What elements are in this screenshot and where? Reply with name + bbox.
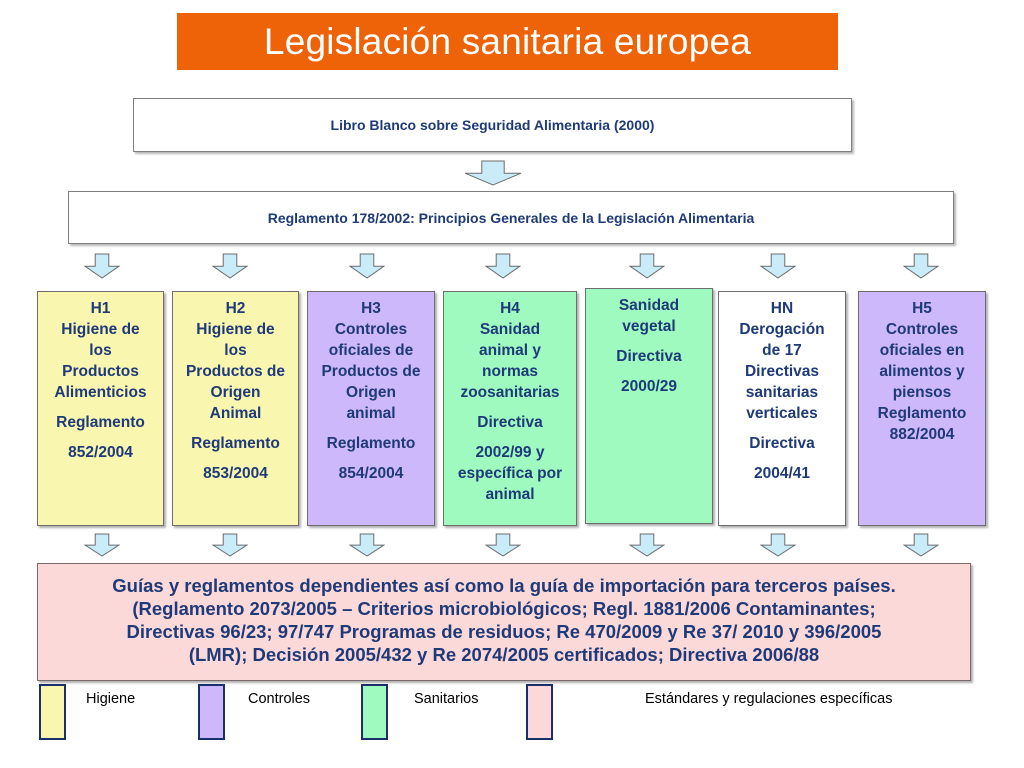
arrow-down-icon — [212, 253, 248, 279]
column-sv-line: Sanidad — [618, 297, 680, 314]
legend-label-sanitarios: Sanitarios — [414, 691, 479, 707]
legend-swatch-controles — [198, 684, 225, 740]
arrow-down-icon — [349, 533, 385, 557]
column-hn-line: sanitarias — [745, 384, 819, 401]
white-paper-label: Libro Blanco sobre Seguridad Alimentaria… — [330, 117, 655, 133]
column-h2-line: 853/2004 — [203, 465, 268, 482]
column-h4-line: H4 — [500, 300, 520, 317]
legend-label-estandares: Estándares y regulaciones específicas — [645, 691, 893, 707]
column-h4-line: zoosanitarias — [460, 384, 560, 401]
column-h2-line: Higiene de — [196, 321, 275, 338]
column-h5-line: piensos — [892, 384, 952, 401]
column-hn-line: Derogación — [739, 321, 825, 338]
column-h2-line: Animal — [209, 405, 262, 422]
column-h4-line: Directiva — [477, 414, 543, 431]
arrow-down-icon — [84, 253, 120, 279]
column-hn-line: Directiva — [749, 435, 815, 452]
column-h1-line: Alimenticios — [54, 384, 147, 401]
column-h5-line: alimentos y — [879, 363, 965, 380]
column-sv-line: Directiva — [616, 348, 682, 365]
column-h4-line: normas — [482, 363, 538, 380]
column-h3-line: animal — [346, 405, 396, 422]
column-h3-line: 854/2004 — [338, 465, 404, 482]
arrow-down-icon — [760, 533, 796, 557]
arrow-down-icon — [464, 160, 522, 186]
column-h5-line: H5 — [912, 300, 932, 317]
column-h1-line: H1 — [90, 300, 111, 317]
dependent-guides-line-1: Guías y reglamentos dependientes así com… — [112, 575, 896, 596]
column-hn-line: Directivas — [744, 363, 820, 380]
column-h5-line: 882/2004 — [889, 426, 955, 443]
column-h2-line: Productos de — [185, 363, 286, 380]
column-sv-line: 2000/29 — [620, 378, 678, 395]
column-h2-line: los — [224, 342, 247, 359]
column-h2-line: H2 — [225, 300, 246, 317]
column-h4-line: 2002/99 y — [475, 444, 545, 461]
column-hn-line: verticales — [746, 405, 818, 422]
column-h5-line: oficiales en — [879, 342, 965, 359]
white-paper-box: Libro Blanco sobre Seguridad Alimentaria… — [133, 98, 852, 152]
column-h5-line: Controles — [885, 321, 959, 338]
column-h5-line: Reglamento — [877, 405, 967, 422]
column-h3-line: Reglamento — [326, 435, 416, 452]
column-h3-line: Controles — [334, 321, 408, 338]
arrow-down-icon — [84, 533, 120, 557]
column-hn-line: de 17 — [762, 342, 802, 359]
column-h2-line: Reglamento — [191, 435, 280, 452]
arrow-down-icon — [903, 533, 939, 557]
column-h4-line: específica por — [457, 465, 563, 482]
arrow-down-icon — [629, 253, 665, 279]
column-box-hn: HN Derogación de 17 Directivas sanitarias ver… — [718, 291, 846, 526]
arrow-down-icon — [212, 533, 248, 557]
column-h2-line: Origen — [210, 384, 261, 401]
column-h3-line: Origen — [346, 384, 396, 401]
legend-label-higiene: Higiene — [86, 691, 136, 707]
column-h4-line: Sanidad — [479, 321, 541, 338]
arrow-down-icon — [903, 253, 939, 279]
column-h1-line: Reglamento — [56, 414, 145, 431]
dependent-guides-line-2: (Reglamento 2073/2005 – Criterios microb… — [132, 598, 876, 619]
arrow-down-icon — [349, 253, 385, 279]
column-h1-line: los — [89, 342, 112, 359]
page-title: Legislación sanitaria europea — [263, 20, 752, 62]
arrow-down-icon — [485, 253, 521, 279]
column-h4-line: animal — [485, 486, 535, 503]
column-hn-line: HN — [770, 300, 794, 317]
legend-label-controles: Controles — [248, 691, 311, 707]
column-h1-line: Higiene de — [61, 321, 140, 338]
column-h3-line: Productos de — [321, 363, 421, 380]
legend-swatch-estandares — [526, 684, 553, 740]
column-h1-line: 852/2004 — [68, 444, 133, 461]
regulation-178-box: Reglamento 178/2002: Principios Generale… — [68, 191, 954, 244]
title-bar: Legislación sanitaria europea — [177, 13, 838, 70]
column-sv-line: vegetal — [622, 318, 676, 335]
dependent-guides-line-4: (LMR); Decisión 2005/432 y Re 2074/2005 … — [188, 644, 820, 665]
arrow-down-icon — [629, 533, 665, 557]
dependent-guides-box: Guías y reglamentos dependientes así com… — [37, 563, 971, 681]
regulation-178-label: Reglamento 178/2002: Principios Generale… — [267, 209, 755, 226]
column-h1-line: Productos — [62, 363, 139, 380]
arrow-down-icon — [760, 253, 796, 279]
dependent-guides-line-3: Directivas 96/23; 97/747 Programas de re… — [126, 621, 882, 642]
legend-swatch-sanitarios — [361, 684, 388, 740]
column-h4-line: animal y — [478, 342, 542, 359]
column-hn-line: 2004/41 — [753, 465, 811, 482]
arrow-down-icon — [485, 533, 521, 557]
legend-swatch-higiene — [39, 684, 66, 740]
column-h3-line: H3 — [361, 300, 381, 317]
column-h3-line: oficiales de — [328, 342, 414, 359]
